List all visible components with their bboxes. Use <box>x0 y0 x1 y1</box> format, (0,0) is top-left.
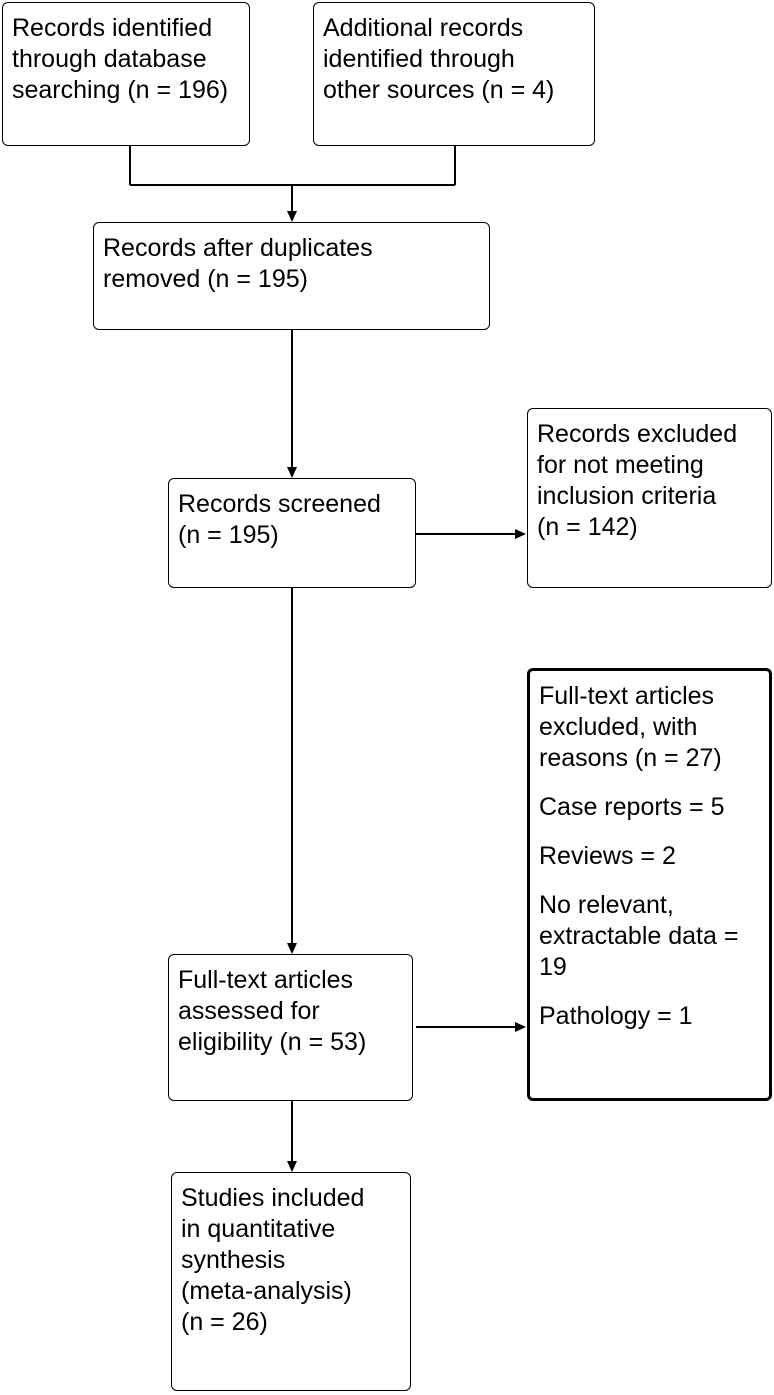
arrowhead-duplicates <box>287 211 297 222</box>
box-text-line: eligibility (n = 53) <box>178 1028 367 1056</box>
arrowhead-screened <box>287 467 297 478</box>
box-text-line: assessed for <box>178 997 320 1025</box>
arrowhead-included <box>287 1161 297 1172</box>
box-fulltext-assessed: Full-text articles assessed for eligibil… <box>168 954 413 1101</box>
box-text-line: synthesis <box>181 1246 286 1274</box>
exclusion-reason-no-relevant-data: extractable data = <box>539 922 739 950</box>
exclusion-reason-case-reports: Case reports = 5 <box>539 793 725 821</box>
box-text-line: other sources (n = 4) <box>323 76 555 104</box>
exclusion-reason-pathology: Pathology = 1 <box>539 1002 693 1030</box>
box-text-line: Records screened <box>178 490 381 518</box>
box-text-line: through database <box>12 45 207 73</box>
box-text-line: searching (n = 196) <box>12 76 229 104</box>
box-fulltext-excluded: Full-text articles excluded, with reason… <box>527 668 772 1101</box>
box-text-line: (n = 26) <box>181 1308 268 1336</box>
box-text-line: Records after duplicates <box>103 234 373 262</box>
box-text-line: Additional records <box>323 14 524 42</box>
arrowhead-excluded <box>515 529 526 539</box>
box-text-line: (meta-analysis) <box>181 1277 352 1305</box>
arrowhead-fulltext-excluded <box>515 1022 526 1032</box>
box-text-line: reasons (n = 27) <box>539 744 722 772</box>
box-text-line: excluded, with <box>539 713 698 741</box>
box-records-screened: Records screened (n = 195) <box>168 478 416 588</box>
box-text-line: Records identified <box>12 14 213 42</box>
box-text-line: (n = 195) <box>178 521 279 549</box>
box-additional-records: Additional records identified through ot… <box>313 2 595 146</box>
box-text-line: Full-text articles <box>539 682 715 710</box>
box-text-line: removed (n = 195) <box>103 265 308 293</box>
box-text-line: Studies included <box>181 1184 365 1212</box>
exclusion-reason-reviews: Reviews = 2 <box>539 842 676 870</box>
box-text-line: inclusion criteria <box>537 482 717 510</box>
box-text-line: Full-text articles <box>178 966 354 994</box>
box-text-line: in quantitative <box>181 1215 336 1243</box>
box-studies-included: Studies included in quantitative synthes… <box>171 1172 411 1391</box>
box-records-excluded: Records excluded for not meeting inclusi… <box>527 408 772 588</box>
box-text-line: (n = 142) <box>537 513 638 541</box>
arrowhead-eligibility <box>287 943 297 954</box>
exclusion-reason-no-relevant-data: No relevant, <box>539 891 674 919</box>
box-text-line: Records excluded <box>537 420 738 448</box>
box-records-identified-database: Records identified through database sear… <box>2 2 250 146</box>
exclusion-reason-no-relevant-data: 19 <box>539 953 567 981</box>
box-records-after-duplicates: Records after duplicates removed (n = 19… <box>93 222 490 330</box>
box-text-line: for not meeting <box>537 451 704 479</box>
box-text-line: identified through <box>323 45 515 73</box>
